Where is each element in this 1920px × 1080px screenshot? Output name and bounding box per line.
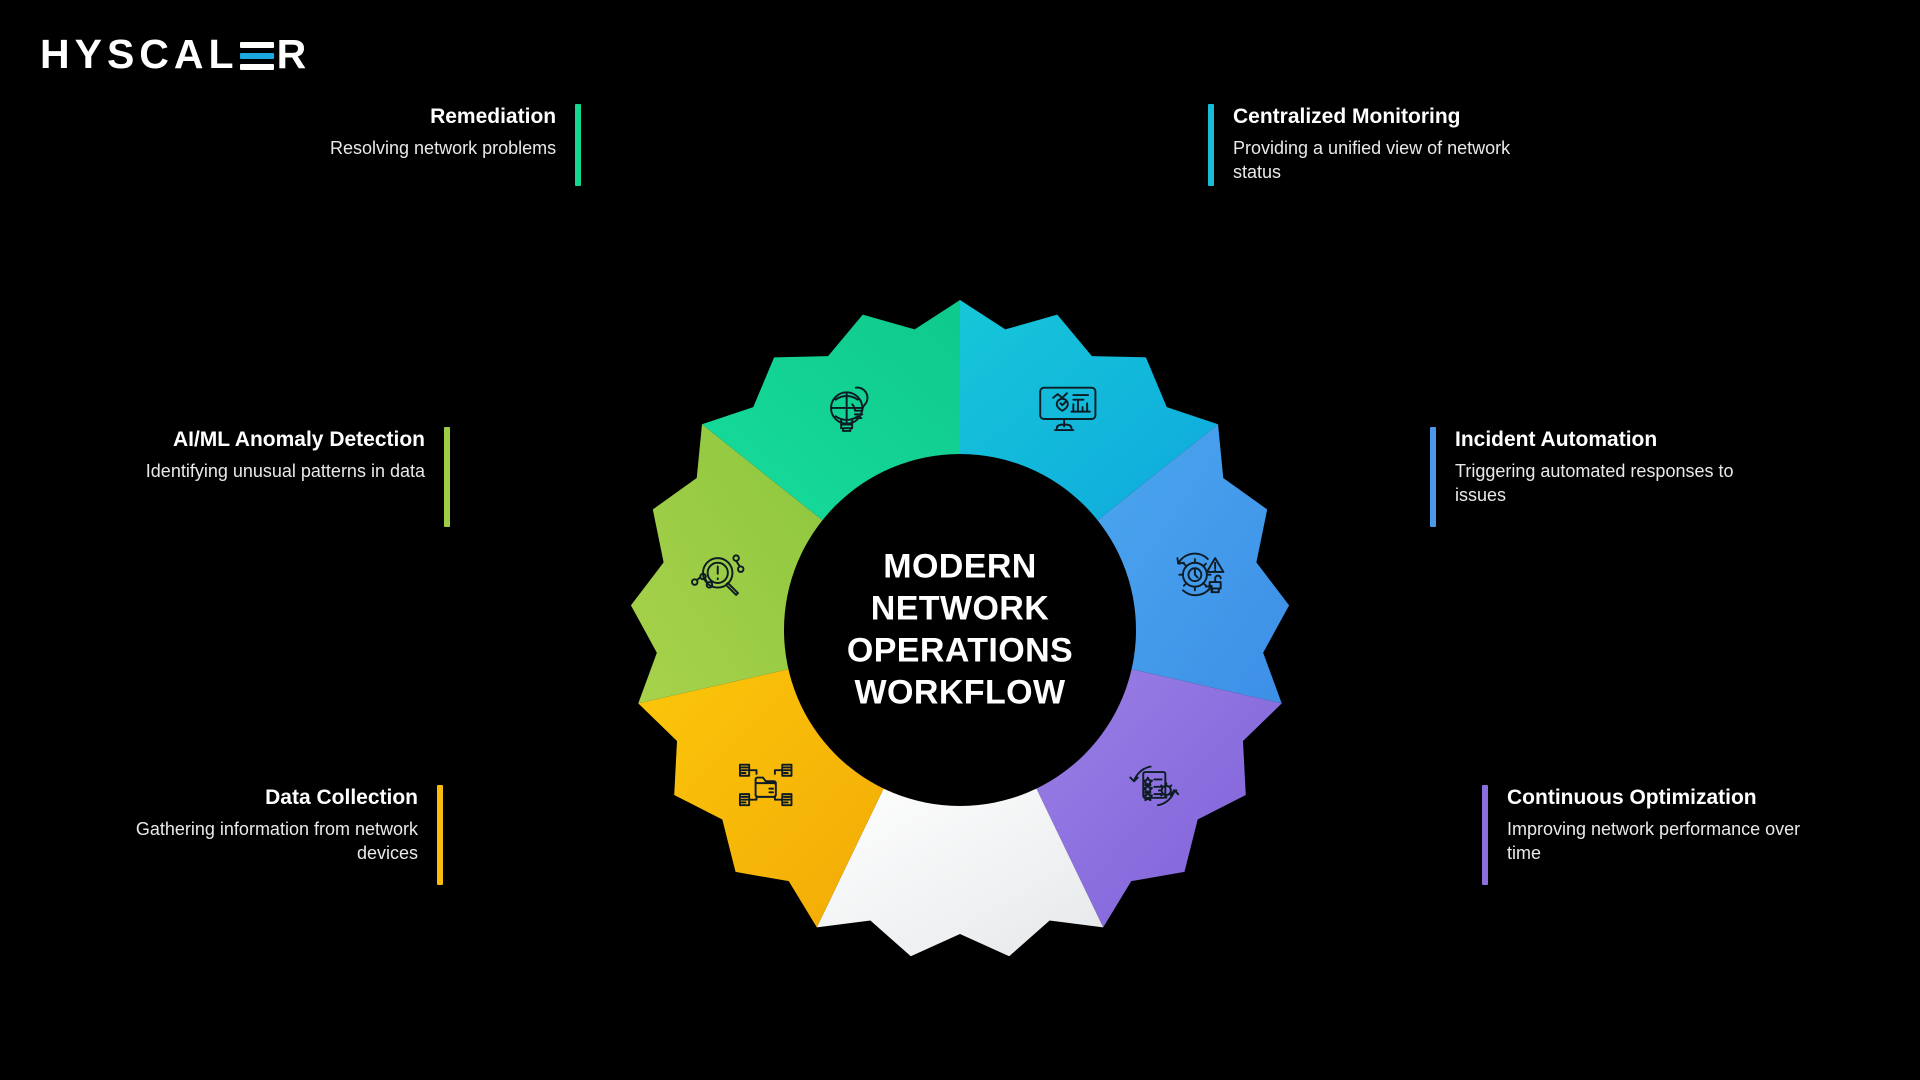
wheel-center-disc <box>784 454 1136 806</box>
callout-data-collection: Data Collection Gathering information fr… <box>128 785 443 885</box>
lightbulb-puzzle-icon <box>830 386 869 432</box>
magnifier-alert-nodes-icon <box>691 554 745 596</box>
callout-data-collection-title: Data Collection <box>265 786 418 809</box>
callout-remediation-title: Remediation <box>430 105 557 128</box>
callout-aiml-anomaly-detection: AI/ML Anomaly Detection Identifying unus… <box>105 427 450 527</box>
gear-clock-alert-icon <box>1176 552 1225 597</box>
callout-centralized-monitoring: Centralized Monitoring Providing a unifi… <box>1208 104 1533 186</box>
wheel-icons <box>691 386 1225 807</box>
wheel-segment-data-collection[interactable] <box>638 668 885 928</box>
checklist-gear-cycle-icon <box>1129 765 1180 807</box>
callout-centralized-monitoring-title: Centralized Monitoring <box>1233 105 1461 128</box>
callout-continuous-optimization-accent-bar <box>1482 785 1488 885</box>
callout-centralized-monitoring-description: Providing a unified view of network stat… <box>1233 138 1511 183</box>
callout-data-collection-accent-bar <box>437 785 443 885</box>
callout-aiml-anomaly-detection-accent-bar <box>444 427 450 527</box>
brand-logo-text-part2: R <box>276 31 312 77</box>
monitor-dashboard-icon <box>1039 386 1097 431</box>
wheel-segment-unlabeled[interactable] <box>816 787 1104 957</box>
callout-continuous-optimization-title: Continuous Optimization <box>1507 786 1757 809</box>
callout-remediation: Remediation Resolving network problems <box>330 104 582 186</box>
folder-network-icon <box>738 763 793 807</box>
callout-continuous-optimization: Continuous Optimization Improving networ… <box>1482 785 1817 885</box>
callout-incident-automation-accent-bar <box>1430 427 1436 527</box>
workflow-wheel: MODERN NETWORK OPERATIONS WORKFLOW <box>520 190 1400 1070</box>
callout-continuous-optimization-description: Improving network performance over time <box>1507 819 1801 864</box>
callout-aiml-anomaly-detection-title: AI/ML Anomaly Detection <box>172 428 425 451</box>
callout-aiml-anomaly-detection-description: Identifying unusual patterns in data <box>145 461 425 482</box>
callout-remediation-accent-bar <box>575 104 582 186</box>
callout-centralized-monitoring-accent-bar <box>1208 104 1214 186</box>
brand-logo-text-part1: HYSCAL <box>40 31 239 77</box>
callout-incident-automation-description: Triggering automated responses to issues <box>1455 461 1734 506</box>
callout-incident-automation-title: Incident Automation <box>1455 428 1658 451</box>
brand-logo: HYSCAL R <box>40 34 311 75</box>
callout-remediation-description: Resolving network problems <box>330 138 557 159</box>
callout-data-collection-description: Gathering information from network devic… <box>135 819 418 864</box>
workflow-wheel-svg <box>630 300 1290 957</box>
callout-incident-automation: Incident Automation Triggering automated… <box>1430 427 1755 527</box>
wheel-segment-centralized-monitoring[interactable] <box>960 300 1218 521</box>
brand-logo-text: HYSCAL R <box>40 34 311 75</box>
brand-logo-e-glyph <box>239 39 274 73</box>
wheel-segment-ai-ml-anomaly-detection[interactable] <box>630 424 824 704</box>
